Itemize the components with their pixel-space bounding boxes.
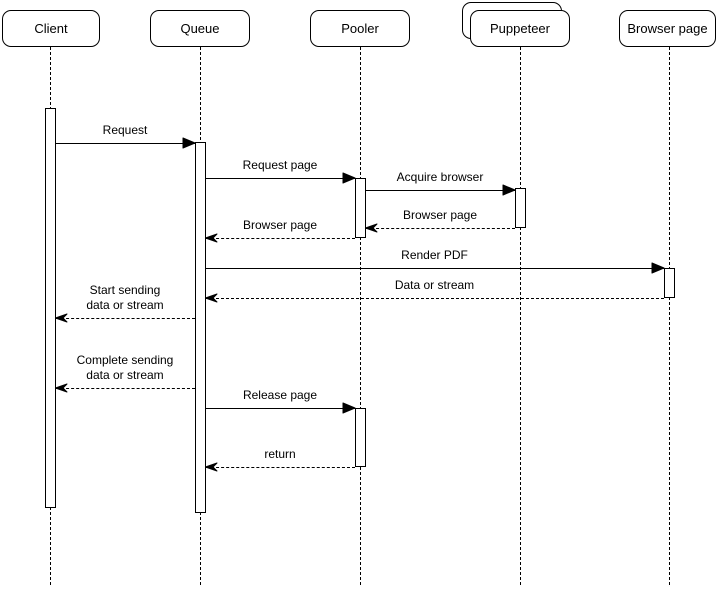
- actor-label-pooler: Pooler: [341, 21, 379, 36]
- message-label-8: Complete sending data or stream: [76, 353, 174, 382]
- message-label-4: Browser page: [242, 218, 318, 232]
- lifeline-puppeteer: [520, 47, 521, 585]
- arrowhead-filled-icon: [651, 262, 664, 274]
- message-line-4: [205, 237, 355, 239]
- arrowhead-open-icon: [55, 313, 68, 323]
- actor-label-puppeteer: Puppeteer: [490, 21, 550, 36]
- message-label-7: Start sending data or stream: [86, 283, 164, 312]
- message-line-8: [55, 387, 195, 389]
- message-label-1: Request page: [242, 158, 318, 172]
- message-line-6: [205, 297, 664, 299]
- message-label-2: Acquire browser: [396, 170, 484, 184]
- activation-bar-client-0: [44, 108, 56, 508]
- arrowhead-open-icon: [205, 293, 218, 303]
- activation-bar-queue-1: [194, 142, 206, 513]
- message-label-5: Render PDF: [401, 248, 468, 262]
- arrowhead-filled-icon: [182, 137, 195, 149]
- activation-bar-pooler-2: [354, 178, 366, 238]
- activation-bar-puppeteer-4: [514, 188, 526, 228]
- message-line-1: [205, 177, 355, 179]
- message-line-5: [205, 267, 664, 269]
- arrowhead-open-icon: [205, 462, 218, 472]
- message-line-7: [55, 317, 195, 319]
- message-line-10: [205, 466, 355, 468]
- message-line-9: [205, 407, 355, 409]
- message-label-9: Release page: [242, 388, 318, 402]
- activation-bar-browser_page-5: [663, 268, 675, 298]
- actor-client: Client: [2, 10, 100, 47]
- message-label-0: Request: [102, 123, 148, 137]
- actor-browser_page: Browser page: [619, 10, 716, 47]
- message-line-0: [55, 142, 195, 144]
- arrowhead-open-icon: [205, 233, 218, 243]
- arrowhead-open-icon: [365, 223, 378, 233]
- actor-label-client: Client: [34, 21, 68, 36]
- actor-queue: Queue: [150, 10, 250, 47]
- arrowhead-filled-icon: [502, 184, 515, 196]
- arrowhead-filled-icon: [342, 402, 355, 414]
- actor-puppeteer: Puppeteer: [470, 10, 570, 47]
- lifeline-pooler: [360, 47, 361, 585]
- message-label-10: return: [264, 447, 296, 461]
- arrowhead-filled-icon: [342, 172, 355, 184]
- lifeline-browser_page: [669, 47, 670, 585]
- message-line-3: [365, 227, 515, 229]
- message-label-3: Browser page: [402, 208, 478, 222]
- message-line-2: [365, 189, 515, 191]
- actor-label-browser_page: Browser page: [627, 21, 708, 36]
- message-label-6: Data or stream: [394, 278, 475, 292]
- arrowhead-open-icon: [55, 383, 68, 393]
- activation-bar-pooler-3: [354, 408, 366, 467]
- actor-label-queue: Queue: [180, 21, 220, 36]
- actor-pooler: Pooler: [310, 10, 410, 47]
